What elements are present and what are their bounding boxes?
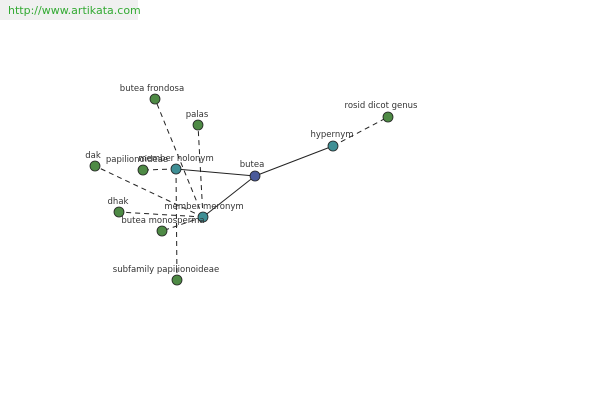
node-marker[interactable]: [382, 111, 394, 123]
node-dhak[interactable]: dhak: [108, 197, 129, 218]
node-label: butea frondosa: [120, 84, 184, 94]
edge-butea-to-hypernym: [254, 145, 334, 177]
edge-member-holonym-to-papilionoideae: [142, 168, 177, 171]
node-marker[interactable]: [327, 140, 339, 152]
node-label: dak: [85, 151, 101, 161]
url-bar: http://www.artikata.com: [0, 0, 141, 20]
edge-member-meronym-to-dak: [94, 165, 204, 218]
nodes-layer: butea member holonym member meronym hyperny…: [85, 84, 418, 286]
node-member-holonym[interactable]: member holonym: [138, 154, 214, 175]
node-butea-monosperma[interactable]: butea monosperma: [121, 216, 205, 237]
edge-hypernym-to-rosid-dicot-genus: [332, 116, 389, 147]
node-dak[interactable]: dak: [85, 151, 101, 172]
node-marker[interactable]: [249, 170, 261, 182]
edge-member-meronym-to-butea-monosperma: [161, 216, 204, 232]
node-marker[interactable]: [197, 211, 209, 223]
node-marker[interactable]: [137, 164, 149, 176]
edge-member-meronym-to-butea-frondosa: [154, 98, 204, 218]
edges-layer: [94, 98, 389, 281]
node-label: member holonym: [138, 154, 213, 164]
node-marker[interactable]: [170, 163, 182, 175]
node-label: hypernym: [310, 130, 353, 140]
node-marker[interactable]: [113, 206, 125, 218]
node-label: subfamily papilionoideae: [113, 265, 219, 275]
node-butea[interactable]: butea: [240, 160, 265, 182]
node-marker[interactable]: [149, 93, 161, 105]
edge-butea-to-member-holonym: [175, 168, 256, 177]
node-hypernym[interactable]: hypernym: [310, 130, 354, 152]
node-label: dhak: [108, 197, 129, 207]
node-label: butea monosperma: [121, 216, 204, 226]
node-marker[interactable]: [171, 274, 183, 286]
node-label: butea: [240, 160, 265, 170]
node-butea-frondosa[interactable]: butea frondosa: [120, 84, 184, 105]
edge-member-holonym-to-subfamily-papilionoideae: [175, 168, 178, 281]
node-label: palas: [186, 110, 209, 120]
node-label: member meronym: [164, 202, 243, 212]
site-url[interactable]: http://www.artikata.com: [8, 4, 141, 17]
edge-member-meronym-to-palas: [197, 124, 204, 218]
node-marker[interactable]: [89, 160, 101, 172]
edge-butea-to-member-meronym: [202, 175, 256, 218]
node-marker[interactable]: [192, 119, 204, 131]
node-member-meronym[interactable]: member meronym: [164, 202, 244, 223]
node-palas[interactable]: palas: [186, 110, 209, 131]
node-papilionoideae[interactable]: papilionoideae: [106, 155, 168, 176]
node-label: papilionoideae: [106, 155, 168, 165]
node-subfamily-papilionoideae[interactable]: subfamily papilionoideae: [113, 265, 219, 286]
node-marker[interactable]: [156, 225, 168, 237]
node-label: rosid dicot genus: [345, 101, 418, 111]
node-rosid-dicot-genus[interactable]: rosid dicot genus: [345, 101, 418, 123]
